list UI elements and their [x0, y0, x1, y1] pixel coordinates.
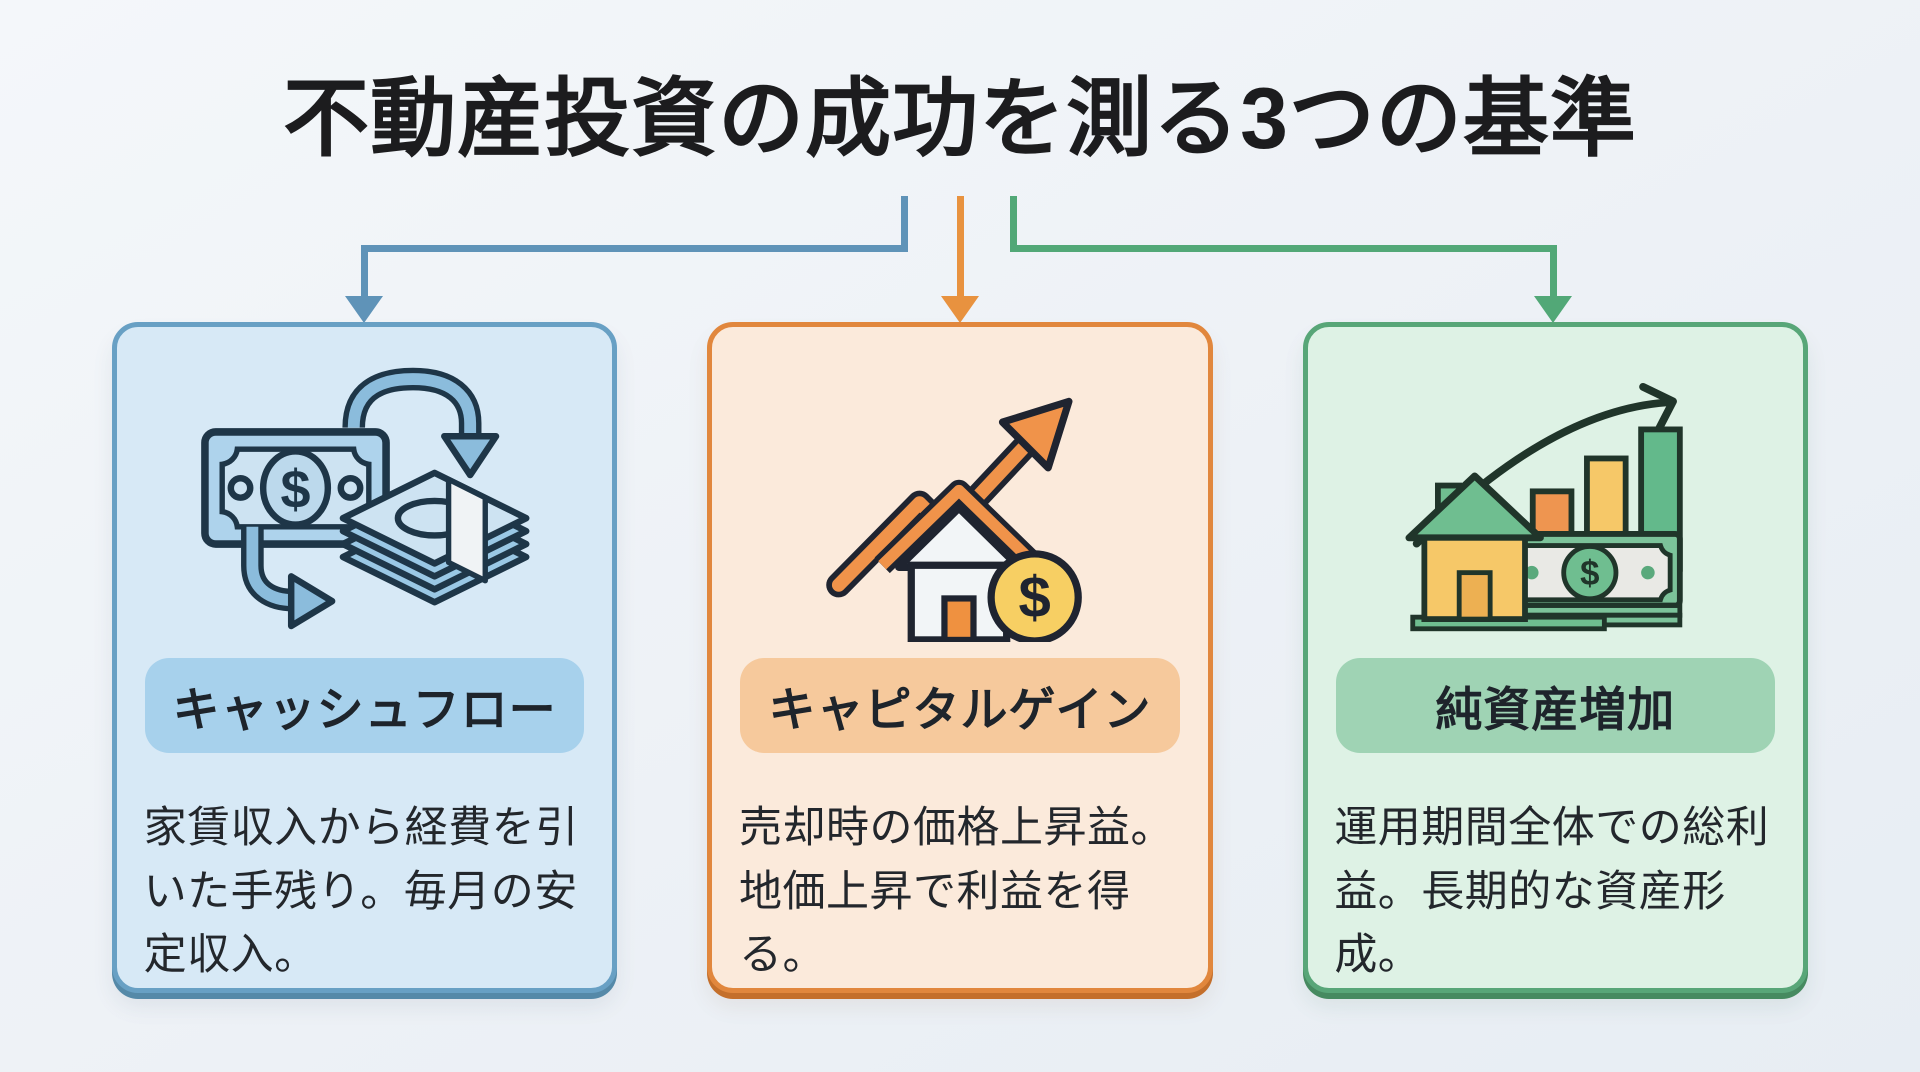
card-row: $: [112, 322, 1808, 993]
svg-text:$: $: [1019, 565, 1051, 630]
svg-text:$: $: [281, 459, 311, 519]
connector-green-horizontal: [1010, 245, 1557, 252]
connector-blue-stub: [901, 196, 908, 252]
card-description: 売却時の価格上昇益。地価上昇で利益を得る。: [738, 804, 1174, 980]
connector-orange-vertical: [957, 196, 964, 300]
house-price-rise-graphic: $: [826, 397, 1082, 642]
connector-blue-drop: [361, 245, 368, 302]
card-capital-gain: $ キャピタルゲイン 売却時の価格上昇益。地価上昇で利益を得る。: [707, 322, 1213, 993]
card-net-asset-growth: $ 純資産増加 運用期間全体での総利益。長期的な資産形成。: [1302, 322, 1808, 993]
cash-flow-cycle-graphic: $: [201, 367, 530, 629]
page-title: 不動産投資の成功を測る3つの基準: [283, 71, 1637, 167]
card-label-badge: キャッシュフロー: [145, 658, 585, 754]
card-cash-flow: $: [112, 322, 618, 993]
card-label-badge: 純資産増加: [1335, 658, 1775, 754]
card-description: 家賃収入から経費を引いた手残り。毎月の安定収入。: [143, 804, 579, 980]
arrow-down-icon: [1534, 296, 1572, 323]
connector-green-drop: [1550, 245, 1557, 302]
card-label-badge: キャピタルゲイン: [740, 658, 1180, 754]
arrow-down-icon: [345, 296, 383, 323]
cash-flow-cycle-icon: $: [117, 327, 612, 658]
card-description: 運用期間全体での総利益。長期的な資産形成。: [1334, 804, 1770, 980]
connector-green-stub: [1010, 196, 1017, 252]
connector-blue-horizontal: [361, 245, 908, 252]
svg-text:$: $: [1580, 554, 1599, 593]
asset-growth-icon: $: [1308, 327, 1803, 658]
asset-growth-graphic: $: [1405, 382, 1684, 631]
arrow-down-icon: [941, 296, 979, 323]
house-price-rise-icon: $: [712, 327, 1207, 658]
